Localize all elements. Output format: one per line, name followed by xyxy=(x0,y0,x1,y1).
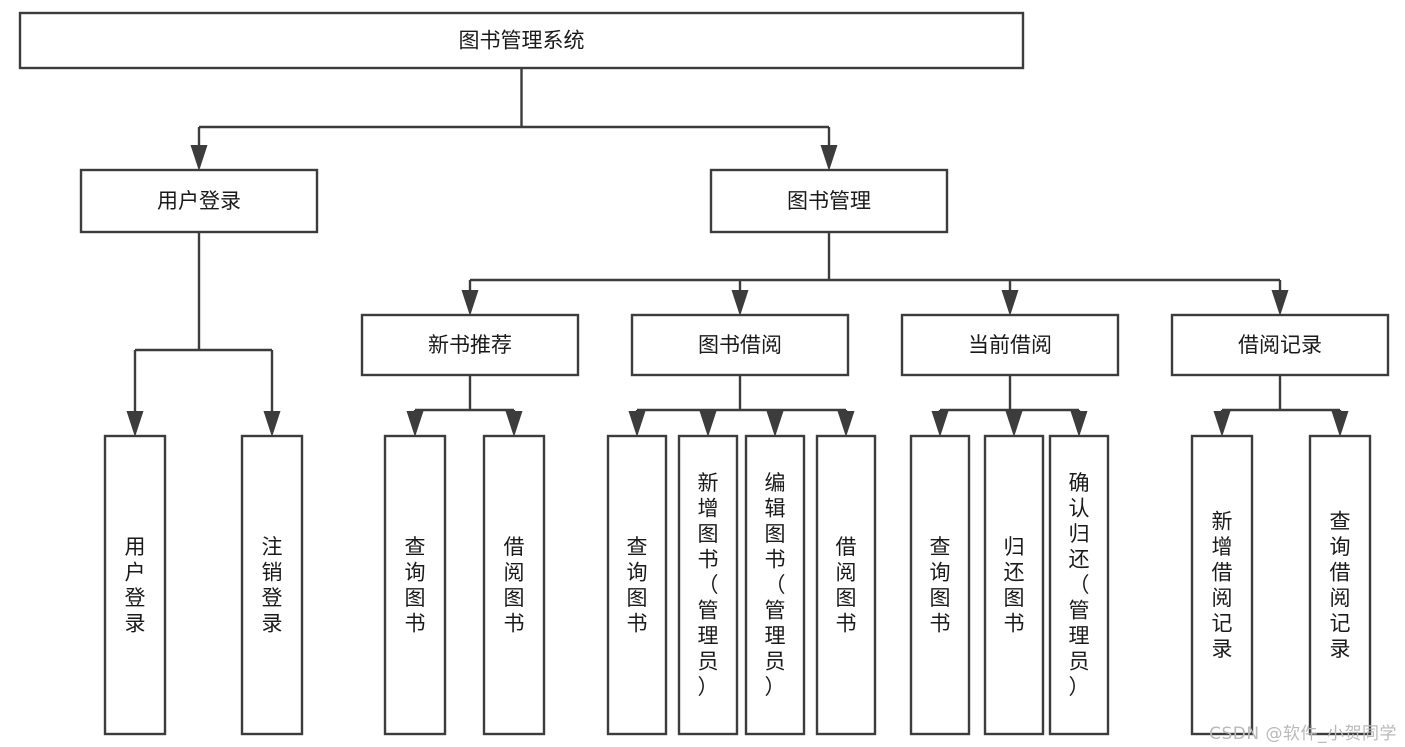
arrow-head-icon xyxy=(628,411,646,437)
node-box[interactable] xyxy=(983,434,1045,736)
node-leaf-logout[interactable]: 注销登录 xyxy=(240,434,304,736)
watermark-text: CSDN @软件_小贺同学 xyxy=(1209,724,1397,744)
node-box[interactable] xyxy=(482,434,546,736)
node-label: 图书管理系统 xyxy=(459,29,585,53)
arrow-head-icon xyxy=(190,145,208,171)
node-box[interactable] xyxy=(709,168,949,234)
node-label: 归还图书 xyxy=(1004,535,1025,636)
node-box[interactable] xyxy=(1308,434,1372,736)
node-label: 新增图书（管理员） xyxy=(698,471,719,699)
node-root[interactable]: 图书管理系统 xyxy=(18,11,1025,70)
node-leaf-cu-confirm[interactable]: 确认归还（管理员） xyxy=(1048,434,1110,736)
node-label: 借阅图书 xyxy=(504,535,525,636)
arrow-head-icon xyxy=(820,145,838,171)
node-box[interactable] xyxy=(240,434,304,736)
node-label: 借阅记录 xyxy=(1238,333,1322,357)
arrow-head-icon xyxy=(263,411,281,437)
node-l1-user-login[interactable]: 用户登录 xyxy=(79,168,319,234)
node-box[interactable] xyxy=(79,168,319,234)
node-leaf-bo-query[interactable]: 查询图书 xyxy=(606,434,668,736)
arrow-head-icon xyxy=(1271,290,1289,316)
arrow-head-icon xyxy=(1005,411,1023,437)
arrow-head-icon xyxy=(731,290,749,316)
arrow-head-icon xyxy=(1213,411,1231,437)
node-label: 新书推荐 xyxy=(428,333,512,357)
node-box[interactable] xyxy=(909,434,971,736)
arrow-head-icon xyxy=(1070,411,1088,437)
connector-group-root xyxy=(190,68,838,171)
arrow-head-icon xyxy=(699,411,717,437)
node-label: 当前借阅 xyxy=(968,333,1052,357)
arrow-head-icon xyxy=(461,290,479,316)
node-label: 用户登录 xyxy=(157,189,241,213)
node-leaf-cu-return[interactable]: 归还图书 xyxy=(983,434,1045,736)
node-l2-current[interactable]: 当前借阅 xyxy=(900,313,1120,377)
node-label: 编辑图书（管理员） xyxy=(765,471,786,699)
node-leaf-cu-query[interactable]: 查询图书 xyxy=(909,434,971,736)
node-box[interactable] xyxy=(606,434,668,736)
node-box[interactable] xyxy=(744,434,806,736)
connector-group-l2_record xyxy=(1213,375,1349,437)
connector-group-l1_user_login xyxy=(126,232,281,437)
node-box[interactable] xyxy=(677,434,739,736)
node-l1-book-manage[interactable]: 图书管理 xyxy=(709,168,949,234)
node-leaf-bo-borrow[interactable]: 借阅图书 xyxy=(815,434,877,736)
node-label: 图书借阅 xyxy=(698,333,782,357)
node-box[interactable] xyxy=(630,313,850,377)
connector-group-l2_current xyxy=(931,375,1088,437)
node-label: 查询图书 xyxy=(405,535,426,636)
node-box[interactable] xyxy=(383,434,447,736)
node-label: 确认归还（管理员） xyxy=(1069,471,1090,699)
node-box[interactable] xyxy=(1190,434,1254,736)
node-l2-new-book[interactable]: 新书推荐 xyxy=(360,313,580,377)
node-leaf-re-add[interactable]: 新增借阅记录 xyxy=(1190,434,1254,736)
node-label: 查询借阅记录 xyxy=(1330,509,1351,661)
connector-group-l1_book_manage xyxy=(461,232,1289,316)
arrow-head-icon xyxy=(766,411,784,437)
node-label: 注销登录 xyxy=(262,535,283,636)
arrow-head-icon xyxy=(126,411,144,437)
node-box[interactable] xyxy=(1048,434,1110,736)
node-leaf-bo-edit[interactable]: 编辑图书（管理员） xyxy=(744,434,806,736)
node-box[interactable] xyxy=(360,313,580,377)
node-label: 用户登录 xyxy=(125,535,146,636)
connector-layer xyxy=(126,68,1349,437)
connector-group-l2_borrow xyxy=(628,375,855,437)
node-leaf-user-login[interactable]: 用户登录 xyxy=(103,434,167,736)
arrow-head-icon xyxy=(837,411,855,437)
node-leaf-bo-add[interactable]: 新增图书（管理员） xyxy=(677,434,739,736)
node-label: 借阅图书 xyxy=(836,535,857,636)
node-box[interactable] xyxy=(103,434,167,736)
node-box[interactable] xyxy=(815,434,877,736)
connector-group-l2_new_book xyxy=(406,375,523,437)
node-box[interactable] xyxy=(900,313,1120,377)
node-layer: 图书管理系统用户登录图书管理新书推荐图书借阅当前借阅借阅记录用户登录注销登录查询… xyxy=(18,11,1390,736)
node-l2-borrow[interactable]: 图书借阅 xyxy=(630,313,850,377)
node-leaf-nb-query[interactable]: 查询图书 xyxy=(383,434,447,736)
node-box[interactable] xyxy=(18,11,1025,70)
node-label: 查询图书 xyxy=(627,535,648,636)
node-label: 图书管理 xyxy=(787,189,871,213)
arrow-head-icon xyxy=(406,411,424,437)
arrow-head-icon xyxy=(505,411,523,437)
arrow-head-icon xyxy=(1331,411,1349,437)
node-box[interactable] xyxy=(1170,313,1390,377)
node-label: 新增借阅记录 xyxy=(1212,509,1233,661)
arrow-head-icon xyxy=(931,411,949,437)
node-leaf-nb-borrow[interactable]: 借阅图书 xyxy=(482,434,546,736)
node-l2-record[interactable]: 借阅记录 xyxy=(1170,313,1390,377)
arrow-head-icon xyxy=(1001,290,1019,316)
node-leaf-re-query[interactable]: 查询借阅记录 xyxy=(1308,434,1372,736)
node-label: 查询图书 xyxy=(930,535,951,636)
